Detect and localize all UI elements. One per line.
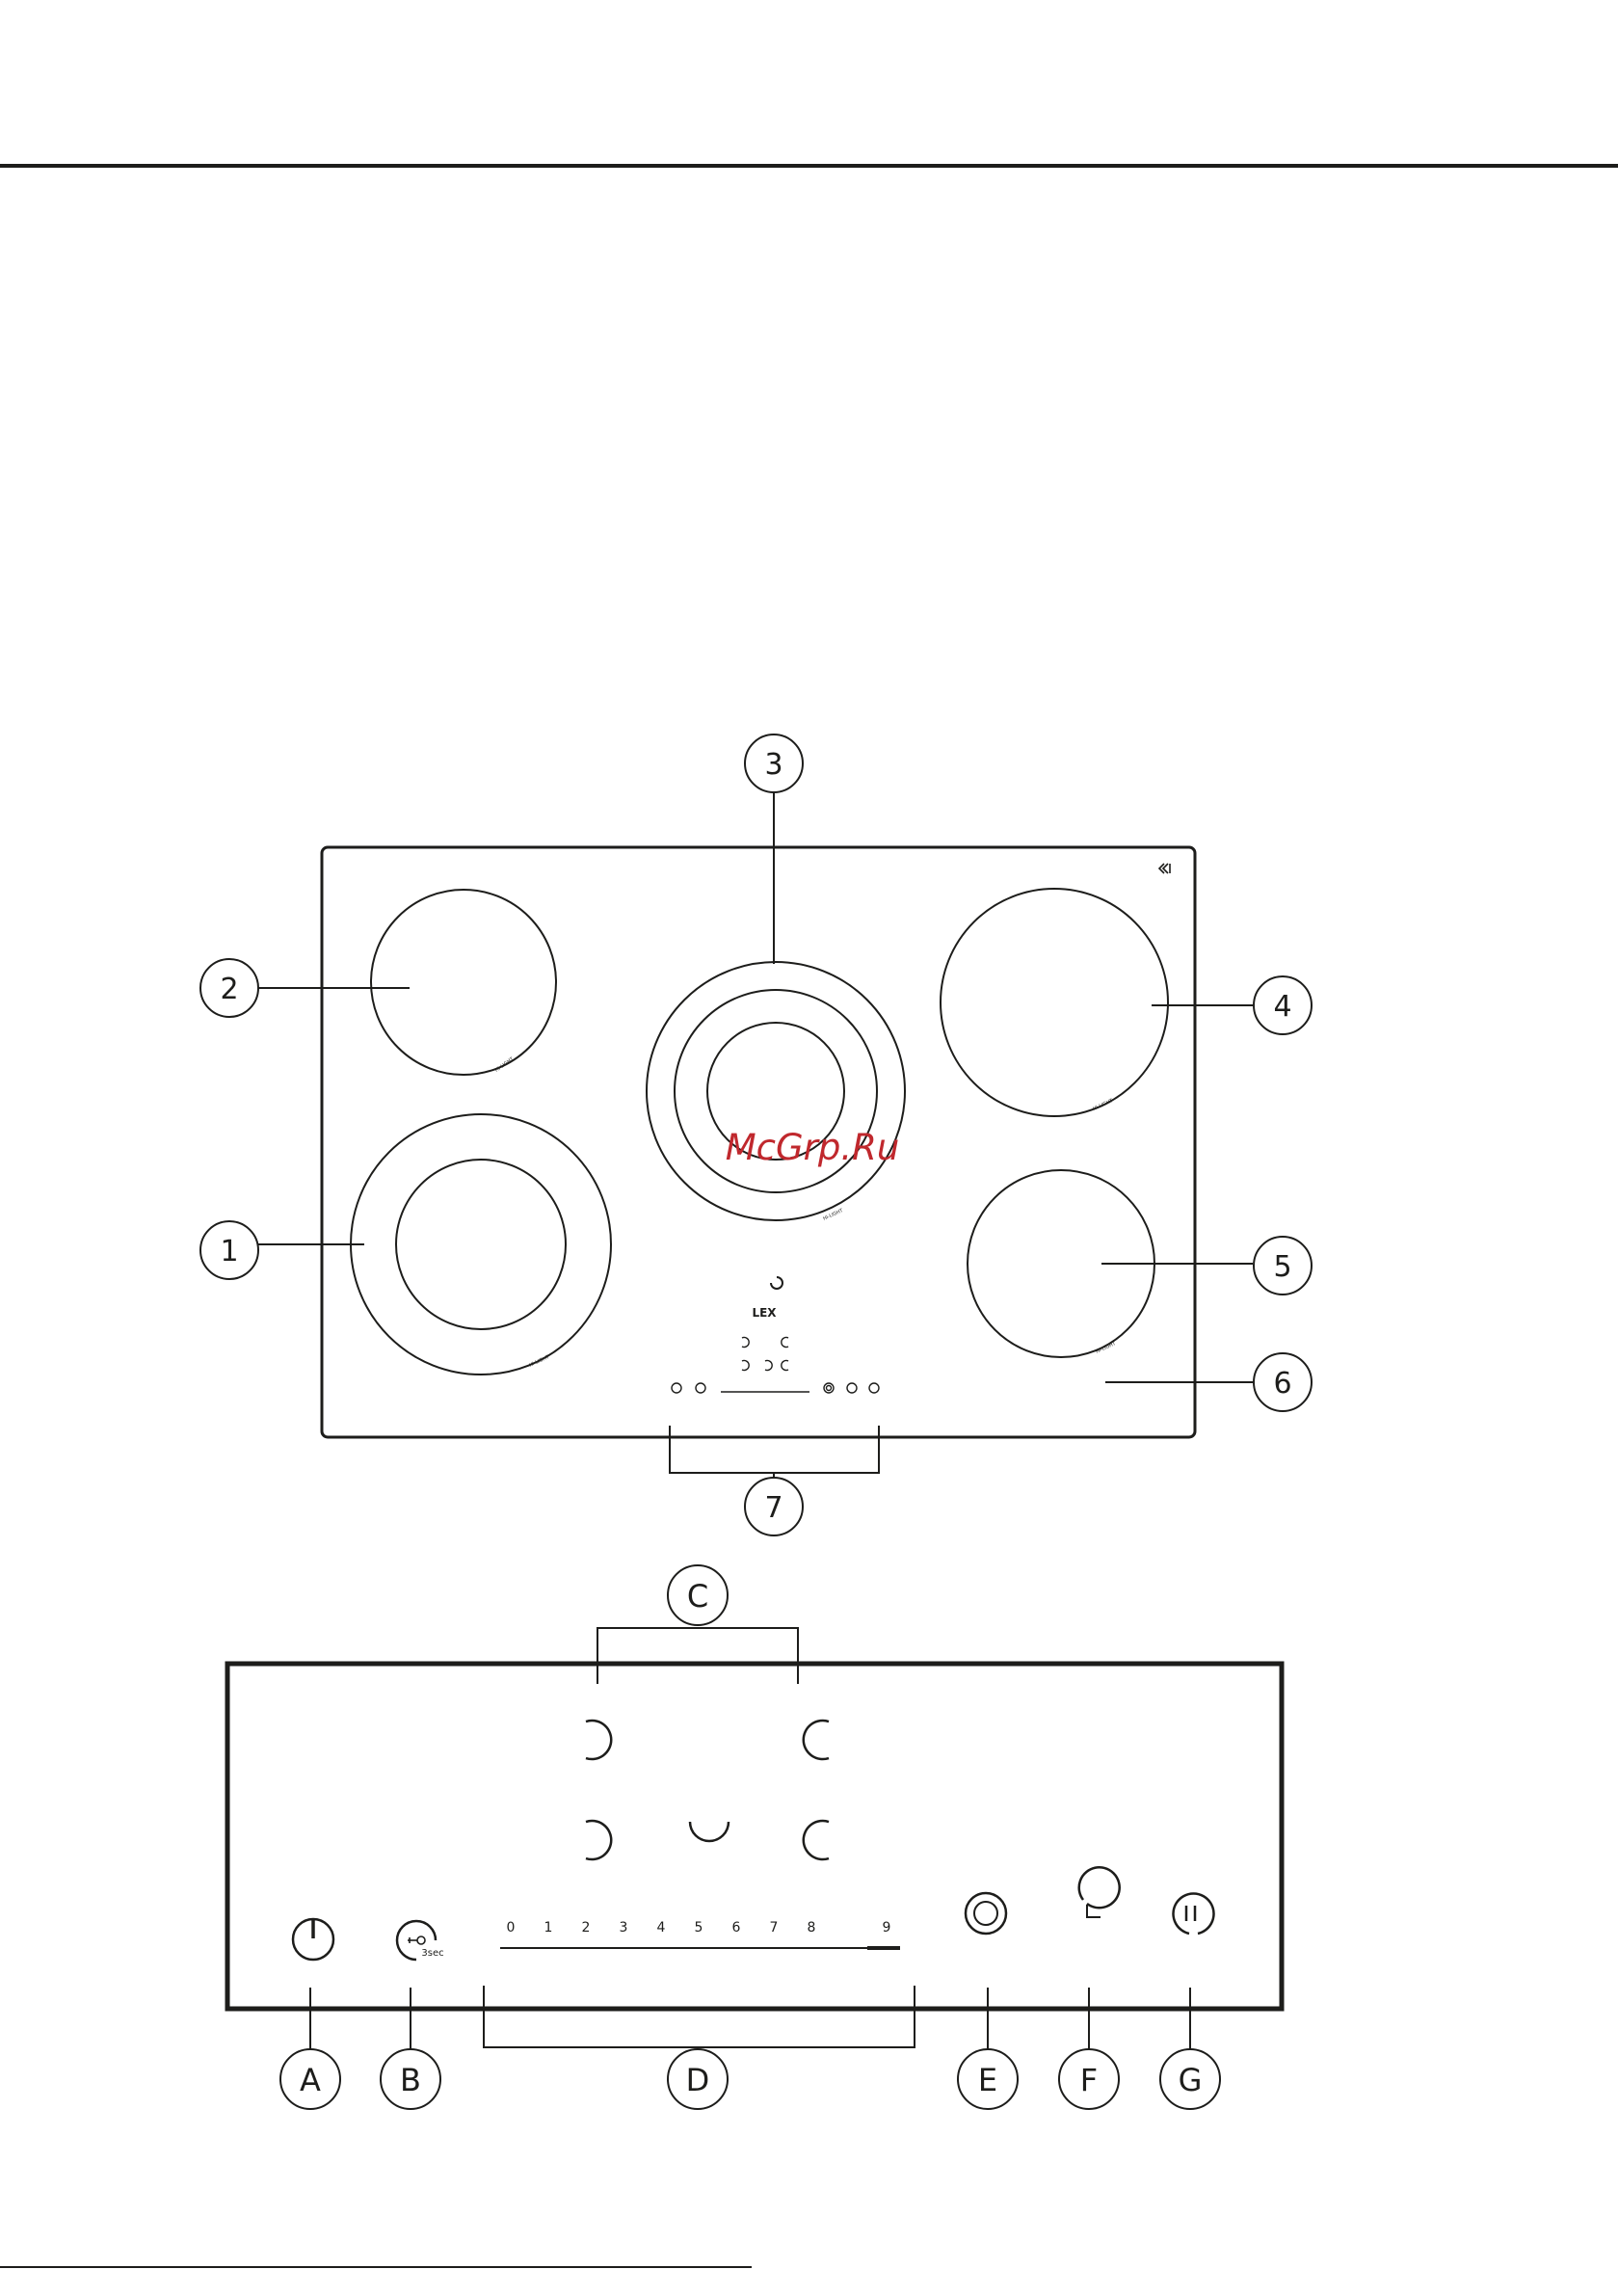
cooking-zone-1-inner	[396, 1160, 566, 1329]
callout-7: 7	[745, 1478, 803, 1535]
slider-tick-label: 9	[883, 1920, 891, 1936]
svg-text:E: E	[978, 2062, 997, 2098]
cooking-zone-2	[371, 890, 556, 1075]
callout-B: B	[381, 2049, 440, 2109]
brand-logo: LEX	[752, 1277, 782, 1320]
pause-icon	[1174, 1893, 1214, 1934]
zone-labels: HI-LIGHT HI-LIGHT HI-LIGHT HI-LIGHT HI-L…	[494, 1056, 1118, 1369]
slider-tick-label: 6	[732, 1920, 741, 1936]
slider-tick-label: 2	[582, 1920, 591, 1936]
svg-text:2: 2	[220, 973, 238, 1006]
svg-text:1: 1	[220, 1235, 238, 1268]
callout-3: 3	[745, 734, 803, 792]
callout-5: 5	[1254, 1237, 1312, 1295]
lock-caption: 3sec	[421, 1948, 443, 1959]
slider-tick-label: 4	[657, 1920, 666, 1936]
panel-leader-lines	[310, 1628, 1190, 2051]
zone-select-ring-icon[interactable]	[690, 1822, 729, 1841]
callout-G: G	[1160, 2049, 1220, 2109]
svg-text:7: 7	[764, 1491, 782, 1525]
slider-ticks: 0 1 2 3 4 5 6 7 8 9	[507, 1920, 891, 1936]
brand-logo-icon	[771, 1277, 782, 1289]
timer-button[interactable]	[1079, 1867, 1120, 1917]
slider-tick-label: 3	[620, 1920, 628, 1936]
svg-text:A: A	[300, 2062, 321, 2098]
lock-button[interactable]: 3sec	[397, 1921, 444, 1960]
callout-D: D	[668, 2049, 728, 2109]
zone-label-4: HI-LIGHT	[1092, 1098, 1114, 1112]
panel-callouts: C A B D E F G	[280, 1565, 1220, 2109]
boost-button[interactable]	[966, 1893, 1006, 1934]
callout-4: 4	[1254, 976, 1312, 1034]
slider-tick-label: 0	[507, 1920, 516, 1936]
slider-tick-label: 1	[544, 1920, 553, 1936]
callout-6: 6	[1254, 1353, 1312, 1411]
svg-text:C: C	[687, 1578, 708, 1615]
zone-label-5: HI-LIGHT	[1095, 1341, 1117, 1355]
slider-tick-label: 7	[770, 1920, 779, 1936]
brand-logo-text: LEX	[752, 1306, 777, 1320]
cooking-zone-3-outer	[647, 962, 905, 1220]
svg-text:F: F	[1080, 2062, 1098, 2098]
zone-select-ring-icon[interactable]	[586, 1821, 611, 1859]
power-slider[interactable]: 0 1 2 3 4 5 6 7 8 9	[500, 1920, 900, 1948]
boost-ring-icon	[966, 1893, 1006, 1934]
callout-E: E	[958, 2049, 1018, 2109]
pause-button[interactable]	[1174, 1893, 1214, 1934]
hob-symbol-icon	[1159, 864, 1170, 873]
cooking-zone-1-outer	[351, 1114, 611, 1375]
svg-text:B: B	[400, 2062, 421, 2098]
zone-select-buttons	[586, 1721, 829, 1859]
power-button[interactable]	[293, 1918, 333, 1960]
svg-text:6: 6	[1273, 1367, 1291, 1401]
svg-text:D: D	[686, 2062, 710, 2098]
callout-F: F	[1059, 2049, 1119, 2109]
control-panel-outline	[227, 1664, 1282, 2009]
svg-text:5: 5	[1273, 1250, 1291, 1284]
hob-mini-controls	[672, 1337, 879, 1393]
callout-1: 1	[200, 1221, 258, 1279]
svg-text:4: 4	[1273, 990, 1291, 1024]
svg-text:3: 3	[764, 748, 782, 782]
callout-C: C	[668, 1565, 728, 1625]
callout-2: 2	[200, 959, 258, 1017]
zone-select-ring-icon[interactable]	[804, 1821, 829, 1859]
zone-select-ring-icon[interactable]	[804, 1721, 829, 1759]
callout-A: A	[280, 2049, 340, 2109]
watermark: McGrp.Ru	[726, 1127, 900, 1168]
cooking-zone-4	[941, 889, 1168, 1116]
slider-tick-label: 8	[808, 1920, 816, 1936]
clock-icon	[1079, 1867, 1120, 1908]
zone-select-ring-icon[interactable]	[586, 1721, 611, 1759]
zone-label-2: HI-LIGHT	[494, 1056, 516, 1074]
svg-text:G: G	[1179, 2062, 1203, 2098]
zone-label-1: HI-LIGHT	[528, 1354, 550, 1369]
slider-tick-label: 5	[695, 1920, 703, 1936]
